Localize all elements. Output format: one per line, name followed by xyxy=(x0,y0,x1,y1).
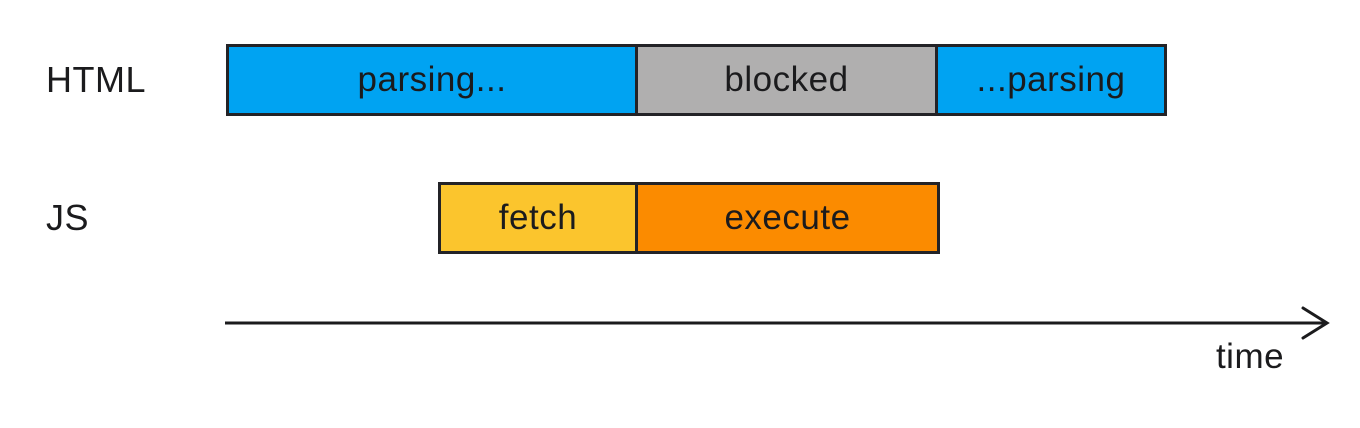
row-label-js: JS xyxy=(46,197,90,238)
segment-js-fetch: fetch xyxy=(438,182,638,254)
time-axis-label: time xyxy=(1215,337,1285,376)
js-timeline-bar: fetch execute xyxy=(438,182,940,254)
segment-label-fetch: fetch xyxy=(498,198,578,237)
segment-html-parsing-start: parsing... xyxy=(226,44,638,116)
segment-html-blocked: blocked xyxy=(638,44,938,116)
html-timeline-bar: parsing... blocked ...parsing xyxy=(226,44,1167,116)
segment-label-parsing-resume: ...parsing xyxy=(976,60,1126,99)
segment-label-parsing-start: parsing... xyxy=(357,60,507,99)
segment-js-execute: execute xyxy=(638,182,940,254)
row-label-html: HTML xyxy=(46,59,146,100)
time-axis-arrow-icon xyxy=(225,306,1330,340)
segment-html-parsing-resume: ...parsing xyxy=(938,44,1167,116)
segment-label-execute: execute xyxy=(724,198,851,237)
segment-label-blocked: blocked xyxy=(724,60,849,99)
